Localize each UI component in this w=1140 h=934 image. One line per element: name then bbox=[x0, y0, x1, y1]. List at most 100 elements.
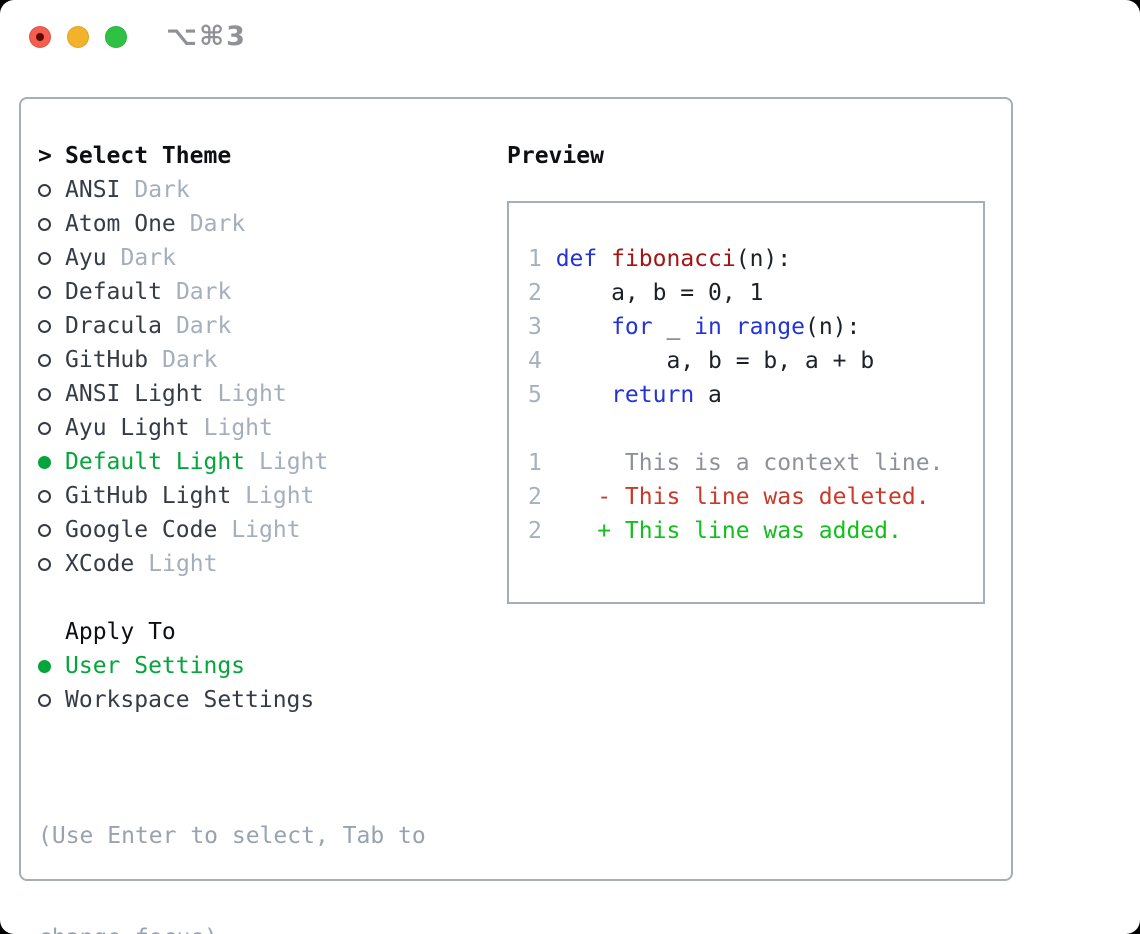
code-segment bbox=[597, 246, 611, 272]
code-segment bbox=[722, 314, 736, 340]
code-line: 2 - This line was deleted. bbox=[528, 480, 983, 514]
code-segment: This is a context line. bbox=[555, 450, 944, 476]
code-segment: a, b = b, a + b bbox=[555, 348, 875, 374]
theme-item-atom-one[interactable]: Atom One Dark bbox=[38, 207, 426, 241]
titlebar: ⌥⌘3 bbox=[0, 0, 1140, 74]
theme-variant-tag: Dark bbox=[120, 245, 176, 271]
theme-item-ansi[interactable]: ANSI Dark bbox=[38, 173, 426, 207]
code-segment: (n): bbox=[735, 246, 792, 272]
apply-option-user-settings[interactable]: User Settings bbox=[38, 649, 426, 683]
code-line: 3 for _ in range(n): bbox=[528, 310, 983, 344]
hint-line-1: (Use Enter to select, Tab to bbox=[38, 823, 426, 849]
theme-item-label: Dracula bbox=[65, 313, 162, 339]
code-line: 2 + This line was added. bbox=[528, 514, 983, 548]
maximize-icon[interactable] bbox=[105, 26, 127, 48]
code-line: 5 return a bbox=[528, 378, 983, 412]
theme-item-dracula[interactable]: Dracula Dark bbox=[38, 309, 426, 343]
theme-item-label: Default bbox=[65, 279, 162, 305]
radio-icon bbox=[38, 183, 65, 197]
theme-item-github[interactable]: GitHub Dark bbox=[38, 343, 426, 377]
theme-item-label: XCode bbox=[65, 551, 135, 577]
line-number: 3 bbox=[528, 314, 542, 340]
code-segment: range bbox=[735, 314, 805, 340]
radio-icon bbox=[38, 489, 65, 503]
code-segment: return bbox=[611, 382, 695, 408]
code-line: 2 a, b = 0, 1 bbox=[528, 276, 983, 310]
apply-option-label: User Settings bbox=[65, 653, 246, 679]
code-segment: for bbox=[611, 314, 653, 340]
theme-item-google-code[interactable]: Google Code Light bbox=[38, 513, 426, 547]
radio-icon bbox=[38, 285, 65, 299]
apply-option-workspace-settings[interactable]: Workspace Settings bbox=[38, 683, 426, 717]
code-segment bbox=[556, 314, 611, 340]
theme-item-label: Ayu bbox=[65, 245, 107, 271]
code-line: 1 This is a context line. bbox=[528, 446, 983, 480]
theme-variant-tag: Dark bbox=[189, 211, 246, 237]
code-segment: fibonacci bbox=[611, 246, 736, 272]
code-line: 4 a, b = b, a + b bbox=[528, 344, 983, 378]
radio-selected-icon bbox=[38, 455, 65, 469]
theme-item-label: ANSI Light bbox=[65, 381, 204, 407]
minimize-icon[interactable] bbox=[67, 26, 89, 48]
theme-item-label: ANSI bbox=[65, 177, 121, 203]
hint-line-2: change focus) bbox=[38, 921, 426, 934]
theme-variant-tag: Light bbox=[203, 415, 273, 441]
theme-variant-tag: Dark bbox=[134, 177, 190, 203]
code-segment: in bbox=[694, 314, 722, 340]
theme-variant-tag: Light bbox=[217, 381, 287, 407]
theme-item-default[interactable]: Default Dark bbox=[38, 275, 426, 309]
apply-option-label: Workspace Settings bbox=[65, 687, 315, 713]
theme-variant-tag: Dark bbox=[175, 279, 232, 305]
theme-variant-tag: Light bbox=[245, 483, 315, 509]
close-icon[interactable] bbox=[29, 26, 51, 48]
theme-variant-tag: Dark bbox=[162, 347, 218, 373]
theme-item-label: GitHub bbox=[65, 347, 149, 373]
theme-item-label: Ayu Light bbox=[65, 415, 190, 441]
theme-list-heading: > Select Theme bbox=[38, 139, 426, 173]
window-title: ⌥⌘3 bbox=[166, 21, 247, 52]
code-segment: _ bbox=[652, 314, 695, 340]
line-number: 2 bbox=[528, 484, 542, 510]
hint-text: (Use Enter to select, Tab to change focu… bbox=[38, 751, 426, 934]
theme-item-label: Default Light bbox=[65, 449, 246, 475]
theme-item-ayu-light[interactable]: Ayu Light Light bbox=[38, 411, 426, 445]
line-number: 2 bbox=[528, 518, 542, 544]
line-number: 5 bbox=[528, 382, 542, 408]
apply-to-heading: Apply To bbox=[38, 615, 426, 649]
line-number: 4 bbox=[528, 348, 542, 374]
code-segment: a bbox=[694, 382, 722, 408]
radio-icon bbox=[38, 353, 65, 367]
code-line bbox=[528, 412, 983, 446]
radio-icon bbox=[38, 217, 65, 231]
radio-icon bbox=[38, 693, 65, 707]
theme-variant-tag: Dark bbox=[175, 313, 232, 339]
theme-item-label: Atom One bbox=[65, 211, 176, 237]
code-segment bbox=[556, 518, 598, 544]
code-segment: def bbox=[555, 246, 598, 272]
code-segment: (n): bbox=[804, 314, 861, 340]
theme-item-label: Google Code bbox=[65, 517, 218, 543]
theme-variant-tag: Light bbox=[231, 517, 301, 543]
radio-icon bbox=[38, 251, 65, 265]
theme-item-ayu[interactable]: Ayu Dark bbox=[38, 241, 426, 275]
radio-icon bbox=[38, 557, 65, 571]
radio-selected-icon bbox=[38, 659, 65, 673]
radio-icon bbox=[38, 319, 65, 333]
theme-item-ansi-light[interactable]: ANSI Light Light bbox=[38, 377, 426, 411]
code-segment bbox=[556, 382, 611, 408]
theme-item-xcode[interactable]: XCode Light bbox=[38, 547, 426, 581]
apply-to-heading-label: Apply To bbox=[65, 619, 176, 645]
theme-item-default-light[interactable]: Default Light Light bbox=[38, 445, 426, 479]
theme-variant-tag: Light bbox=[259, 449, 329, 475]
theme-variant-tag: Light bbox=[148, 551, 218, 577]
